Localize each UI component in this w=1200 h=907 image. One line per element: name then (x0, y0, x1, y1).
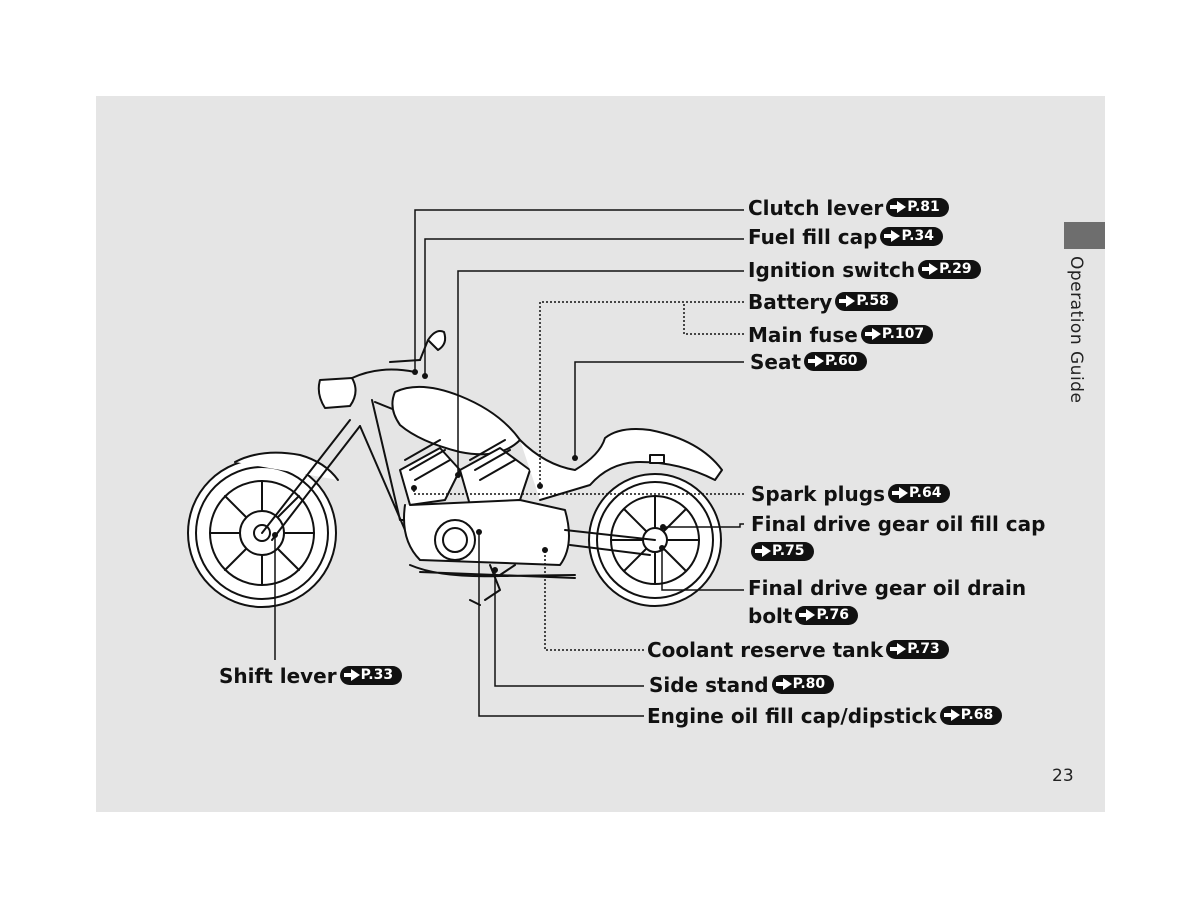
page-ref-badge[interactable]: P.29 (918, 259, 981, 279)
arrow-right-icon (808, 355, 825, 367)
arrow-right-icon (775, 678, 792, 690)
page-ref-badge[interactable]: P.76 (795, 605, 858, 625)
arrow-right-icon (864, 328, 881, 340)
page-ref-badge[interactable]: P.73 (886, 639, 949, 659)
arrow-right-icon (884, 230, 901, 242)
arrow-right-icon (343, 669, 360, 681)
page-ref-badge[interactable]: P.107 (860, 324, 934, 344)
page-ref-badge[interactable]: P.60 (804, 351, 867, 371)
page-ref-badge[interactable]: P.68 (939, 705, 1003, 725)
arrow-right-icon (890, 201, 907, 213)
arrow-right-icon (839, 295, 856, 307)
page-ref-badge[interactable]: P.81 (886, 197, 949, 217)
page-ref-badge[interactable]: P.64 (887, 483, 951, 503)
arrow-right-icon (922, 263, 939, 275)
page-ref-badge[interactable]: P.34 (880, 226, 943, 246)
page-number: 23 (1052, 766, 1074, 786)
page-ref-badge[interactable]: P.80 (771, 674, 835, 694)
section-tab-marker (1064, 222, 1105, 249)
page-ref-badge[interactable]: P.33 (339, 665, 403, 685)
leader-dots (272, 369, 666, 573)
arrow-right-icon (755, 545, 771, 557)
arrow-right-icon (890, 643, 907, 655)
motorcycle-illustration (187, 330, 723, 608)
label-final-drive-gear-oil-fill-cap: Final drive gear oil fill cap P.75 (751, 512, 1046, 561)
arrow-right-icon (943, 709, 960, 721)
arrow-right-icon (891, 487, 908, 499)
section-title: Operation Guide (1066, 256, 1086, 404)
page-ref-badge[interactable]: P.58 (835, 291, 898, 311)
page-ref-badge[interactable]: P.75 (751, 541, 814, 561)
arrow-right-icon (799, 609, 816, 621)
